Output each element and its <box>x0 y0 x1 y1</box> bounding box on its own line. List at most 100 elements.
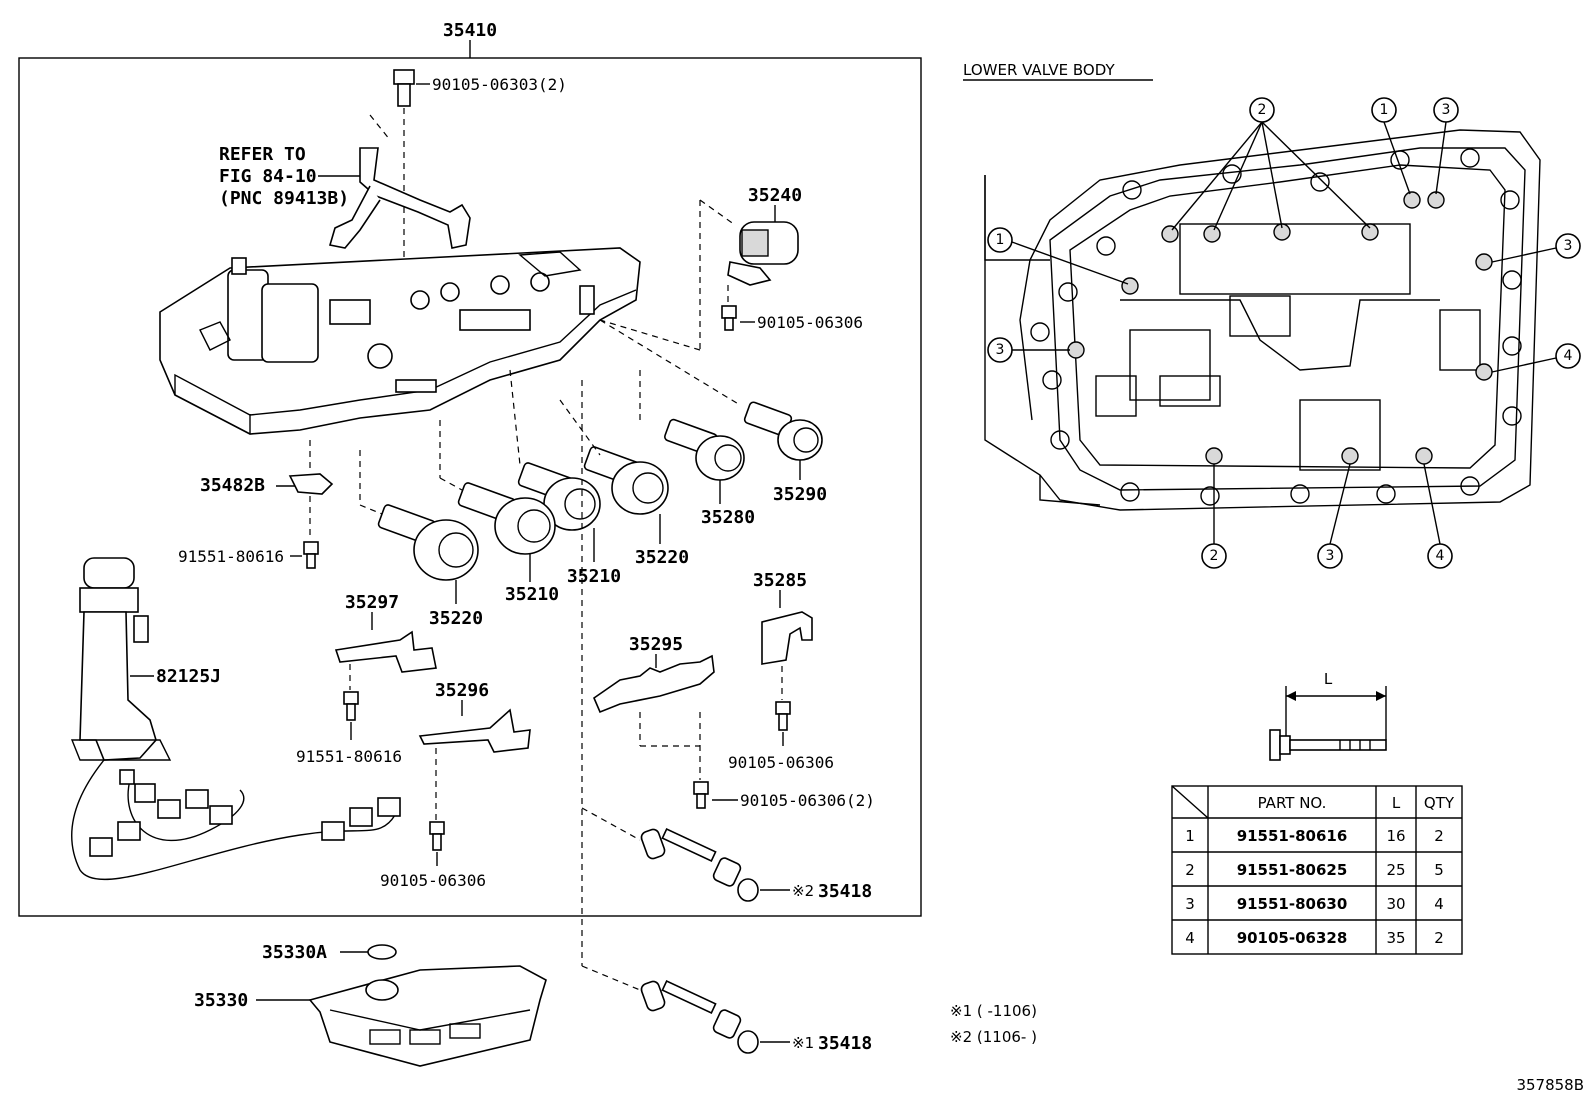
label-bolt-35296: 90105-06306 <box>380 871 486 890</box>
solenoid-icon <box>517 462 601 531</box>
svg-text:2: 2 <box>1210 548 1219 564</box>
bracket-icon <box>418 708 531 753</box>
callout-circle: 3 <box>1317 543 1343 569</box>
table-cell: 5 <box>1434 861 1444 879</box>
label-35240: 35240 <box>748 185 802 206</box>
bracket-icon <box>761 611 813 665</box>
table-cell: 3 <box>1185 895 1195 913</box>
table-cell: 91551-80625 <box>1237 861 1348 879</box>
valve-body-bolt-holes <box>1030 148 1522 506</box>
sleeve-icon <box>640 827 759 902</box>
table-cell: 90105-06328 <box>1237 929 1348 947</box>
table-cell: 1 <box>1185 827 1195 845</box>
callout-circle: 3 <box>1433 97 1459 123</box>
lower-valve-body-icon <box>984 129 1541 511</box>
label-sleeve-lower-mark: ※1 <box>792 1034 814 1052</box>
svg-text:3: 3 <box>1564 238 1573 254</box>
label-35330: 35330 <box>194 990 248 1011</box>
oring-icon <box>367 944 397 960</box>
bolt-icon <box>343 691 359 721</box>
label-35210-right: 35210 <box>567 566 621 587</box>
upper-valve-body-icon <box>159 247 641 435</box>
label-bolt-top: 90105-06303(2) <box>432 75 567 94</box>
label-sleeve-upper: 35418 <box>818 881 872 902</box>
label-bolt-solenoid: 90105-06306 <box>757 313 863 332</box>
table-cell: 4 <box>1185 929 1195 947</box>
refer-note-line1: REFER TO <box>219 144 306 165</box>
bolt-icon <box>693 781 709 809</box>
table-cell: 2 <box>1434 929 1444 947</box>
plate-icon <box>288 473 334 495</box>
table-cell: 91551-80616 <box>1237 827 1348 845</box>
strainer-icon <box>308 965 547 1067</box>
refer-note-line3: (PNC 89413B) <box>219 188 349 209</box>
callout-circle: 2 <box>1249 97 1275 123</box>
table-cell: 30 <box>1386 895 1405 913</box>
callout-circle: 4 <box>1555 343 1581 369</box>
assembly-label: 35410 <box>443 20 497 41</box>
label-82125J: 82125J <box>156 666 221 687</box>
lower-valve-body-title: LOWER VALVE BODY <box>963 61 1115 79</box>
svg-text:3: 3 <box>996 342 1005 358</box>
table-cell: 16 <box>1386 827 1405 845</box>
svg-text:3: 3 <box>1326 548 1335 564</box>
label-35220-left: 35220 <box>429 608 483 629</box>
label-35482B: 35482B <box>200 475 265 496</box>
svg-text:1: 1 <box>1380 102 1389 118</box>
callout-circle: 3 <box>1555 233 1581 259</box>
label-35296: 35296 <box>435 680 489 701</box>
label-sleeve-upper-mark: ※2 <box>792 882 814 900</box>
solenoid-icon <box>457 482 556 555</box>
callout-circle: 1 <box>1371 97 1397 123</box>
callout-circle: 2 <box>1201 543 1227 569</box>
table-cell: 2 <box>1434 827 1444 845</box>
svg-text:1: 1 <box>996 232 1005 248</box>
label-35210-left: 35210 <box>505 584 559 605</box>
svg-text:2: 2 <box>1258 102 1267 118</box>
label-35285: 35285 <box>753 570 807 591</box>
manual-lever-icon <box>328 114 471 249</box>
bolt-icon <box>393 69 415 107</box>
sleeve-icon <box>640 979 759 1054</box>
detent-spring-icon <box>593 654 715 714</box>
diagram-number: 357858B <box>1516 1076 1584 1094</box>
solenoid-icon <box>727 221 799 286</box>
table-cell: 2 <box>1185 861 1195 879</box>
label-sleeve-lower: 35418 <box>818 1033 872 1054</box>
harness-icon <box>70 557 401 880</box>
bracket-icon <box>334 630 437 673</box>
svg-text:4: 4 <box>1436 548 1445 564</box>
label-35290: 35290 <box>773 484 827 505</box>
bolt-icon <box>775 701 791 731</box>
bolt-icon <box>1269 729 1387 761</box>
label-35280: 35280 <box>701 507 755 528</box>
svg-text:3: 3 <box>1442 102 1451 118</box>
bolt-icon <box>721 305 737 331</box>
table-cell: 4 <box>1434 895 1444 913</box>
label-35330A: 35330A <box>262 942 327 963</box>
solenoid-icon <box>743 401 823 461</box>
label-bolt-35482B: 91551-80616 <box>178 547 284 566</box>
callout-circle: 3 <box>987 337 1013 363</box>
bolt-icon <box>429 821 445 851</box>
label-35297: 35297 <box>345 592 399 613</box>
table-header-part-no: PART NO. <box>1258 794 1327 812</box>
label-35295: 35295 <box>629 634 683 655</box>
assembly-frame <box>18 57 922 917</box>
solenoid-icon <box>377 504 479 581</box>
footnote-2: ※2 (1106- ) <box>950 1028 1037 1046</box>
label-bolt-35295: 90105-06306(2) <box>740 791 875 810</box>
bolt-spec-table: PART NO. L QTY 1 91551-80616 16 2 2 9155… <box>1171 785 1463 955</box>
svg-text:4: 4 <box>1564 348 1573 364</box>
label-bolt-35297: 91551-80616 <box>296 747 402 766</box>
callout-circle: 1 <box>987 227 1013 253</box>
bolt-dimension-label: L <box>1324 670 1333 688</box>
label-bolt-35285: 90105-06306 <box>728 753 834 772</box>
table-header-qty: QTY <box>1424 794 1455 812</box>
bolt-icon <box>303 541 319 569</box>
table-cell: 25 <box>1386 861 1405 879</box>
footnote-1: ※1 ( -1106) <box>950 1002 1037 1020</box>
callout-circle: 4 <box>1427 543 1453 569</box>
table-cell: 91551-80630 <box>1237 895 1348 913</box>
